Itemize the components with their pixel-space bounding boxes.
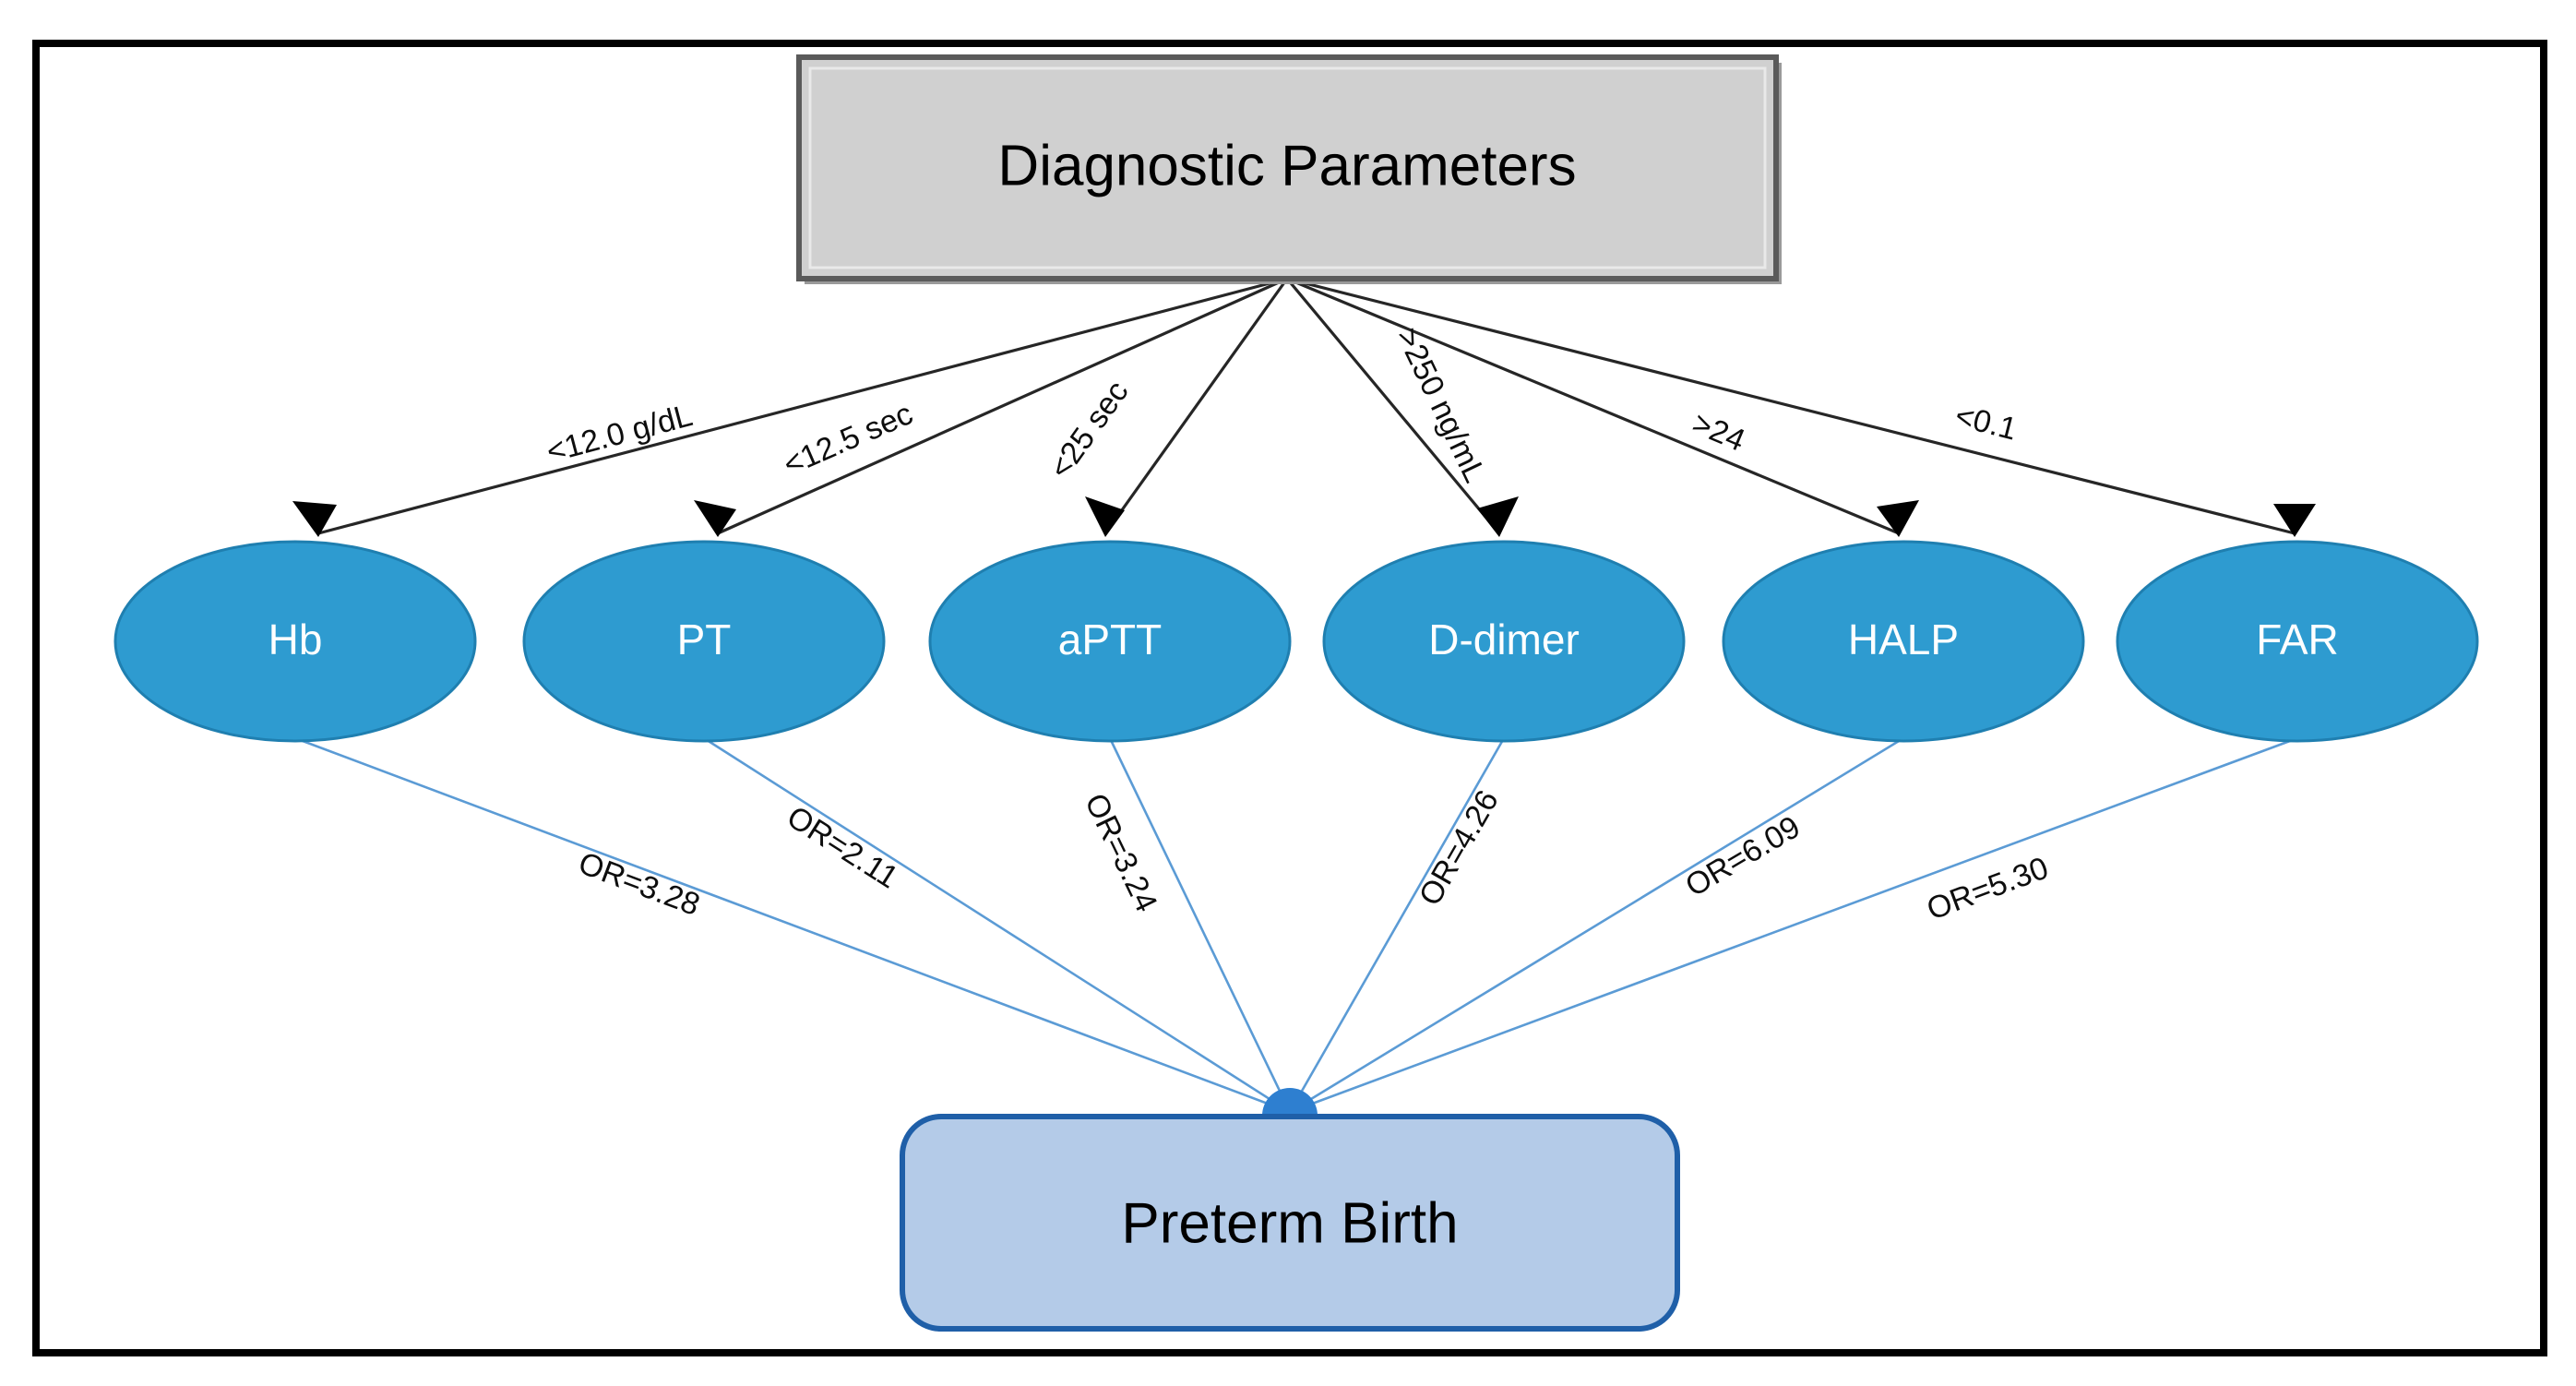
arrowhead-ddimer bbox=[1477, 496, 1519, 537]
edge-hb-to-outcome bbox=[294, 736, 1291, 1114]
node-pt-shape bbox=[522, 540, 886, 743]
node-pt-label: PT bbox=[677, 615, 732, 663]
threshold-edges bbox=[292, 277, 2316, 537]
node-hb-shape bbox=[113, 540, 477, 743]
edge-root-to-halp bbox=[1286, 277, 1900, 535]
edge-root-to-aptt bbox=[1103, 278, 1289, 534]
node-halp-label: HALP bbox=[1848, 615, 1959, 663]
edge-root-to-ddimer bbox=[1285, 277, 1501, 535]
node-far-label: FAR bbox=[2256, 615, 2338, 663]
threshold-label-pt: <12.5 sec bbox=[779, 396, 918, 483]
threshold-label-aptt: <25 sec bbox=[1043, 375, 1136, 485]
diagnostic-parameters-box[interactable]: Diagnostic Parameters bbox=[796, 54, 1782, 284]
node-hb-label: Hb bbox=[268, 615, 323, 663]
threshold-label-hb: <12.0 g/dL bbox=[543, 398, 696, 470]
top-box-inner-outline bbox=[808, 66, 1767, 269]
edge-ddimer-to-outcome bbox=[1288, 737, 1506, 1113]
bottom-box-body bbox=[900, 1114, 1680, 1332]
node-far-shape bbox=[2116, 540, 2479, 743]
arrowhead-far bbox=[2273, 504, 2316, 537]
parameter-nodes: Hb PT aPTT D-dimer HALP FAR bbox=[113, 540, 2479, 743]
arrowhead-halp bbox=[1877, 500, 1919, 537]
odds-ratio-labels: OR=3.28 OR=2.11 OR=3.24 OR=4.26 OR=6.09 … bbox=[574, 784, 2053, 927]
or-label-pt: OR=2.11 bbox=[781, 799, 904, 895]
or-label-far: OR=5.30 bbox=[1922, 851, 2053, 927]
preterm-birth-label: Preterm Birth bbox=[1121, 1191, 1458, 1255]
outer-frame bbox=[32, 40, 2547, 1356]
node-aptt-label: aPTT bbox=[1058, 615, 1162, 663]
or-label-aptt: OR=3.24 bbox=[1078, 788, 1164, 917]
node-aptt-shape bbox=[928, 540, 1292, 743]
node-aptt[interactable]: aPTT bbox=[928, 540, 1292, 743]
preterm-birth-box[interactable]: Preterm Birth bbox=[900, 1114, 1680, 1332]
node-pt[interactable]: PT bbox=[522, 540, 886, 743]
odds-ratio-edges bbox=[294, 736, 2298, 1116]
arrowhead-aptt bbox=[1085, 496, 1125, 537]
or-label-d-dimer: OR=4.26 bbox=[1413, 784, 1506, 912]
edge-aptt-to-outcome bbox=[1108, 737, 1292, 1113]
node-hb[interactable]: Hb bbox=[113, 540, 477, 743]
threshold-label-far: <0.1 bbox=[1951, 398, 2020, 447]
edge-root-to-far bbox=[1286, 277, 2296, 535]
edge-root-to-pt bbox=[717, 277, 1288, 535]
node-halp-shape bbox=[1722, 540, 2085, 743]
node-far[interactable]: FAR bbox=[2116, 540, 2479, 743]
node-d-dimer-label: D-dimer bbox=[1428, 615, 1580, 663]
top-box-body bbox=[796, 54, 1779, 281]
node-d-dimer[interactable]: D-dimer bbox=[1322, 540, 1686, 743]
edge-far-to-outcome bbox=[1289, 736, 2298, 1114]
node-d-dimer-shape bbox=[1322, 540, 1686, 743]
edge-pt-to-outcome bbox=[703, 736, 1291, 1114]
or-label-hb: OR=3.28 bbox=[574, 845, 705, 923]
or-label-halp: OR=6.09 bbox=[1679, 809, 1806, 903]
node-halp[interactable]: HALP bbox=[1722, 540, 2085, 743]
arrowhead-hb bbox=[292, 501, 337, 537]
edge-halp-to-outcome bbox=[1289, 736, 1904, 1114]
convergence-arrow-cap bbox=[1262, 1088, 1318, 1116]
edge-root-to-hb bbox=[317, 277, 1288, 535]
arrowhead-pt bbox=[694, 500, 736, 537]
threshold-labels: <12.0 g/dL <12.5 sec <25 sec >250 ng/mL … bbox=[543, 322, 2020, 487]
diagnostic-parameters-label: Diagnostic Parameters bbox=[997, 134, 1576, 197]
